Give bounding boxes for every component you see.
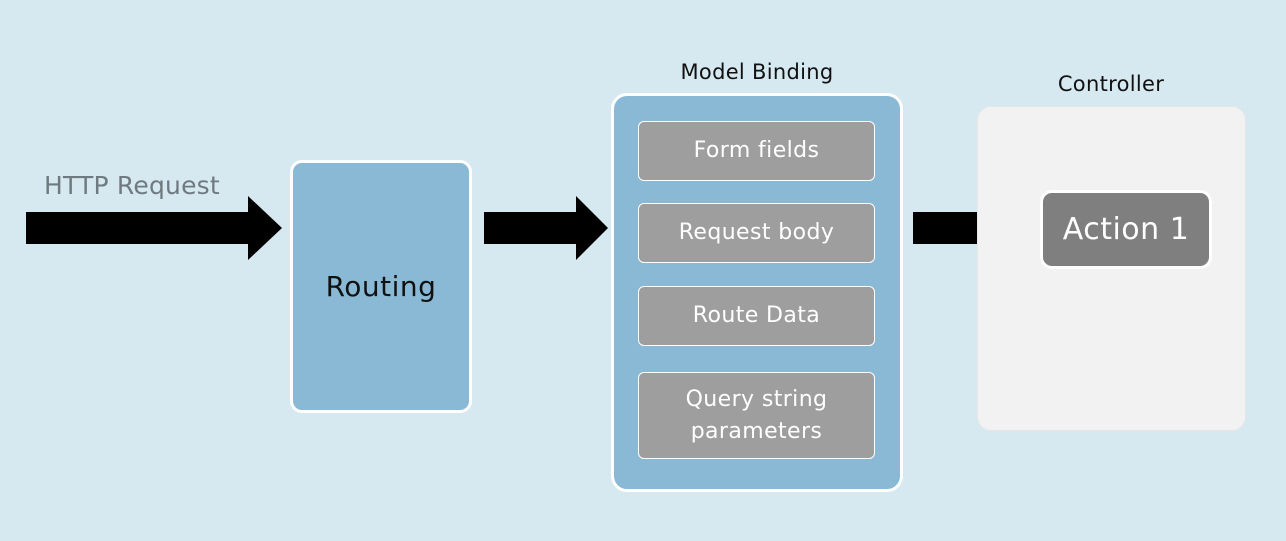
routing-label: Routing [325,270,437,303]
arrow-request-to-routing [26,196,282,260]
source-query-string-parameters: Query string parameters [638,372,875,459]
action-label: Action 1 [1062,212,1190,247]
action-box: Action 1 [1040,190,1212,269]
source-route-data: Route Data [638,286,875,346]
arrow-routing-to-model-binding [484,196,608,260]
model-binding-box: Form fields Request body Route Data Quer… [611,93,903,492]
model-binding-title: Model Binding [680,60,834,84]
routing-box: Routing [290,160,472,413]
http-request-label: HTTP Request [44,171,220,200]
source-form-fields: Form fields [638,121,875,181]
controller-title: Controller [1057,72,1165,96]
source-request-body: Request body [638,203,875,263]
